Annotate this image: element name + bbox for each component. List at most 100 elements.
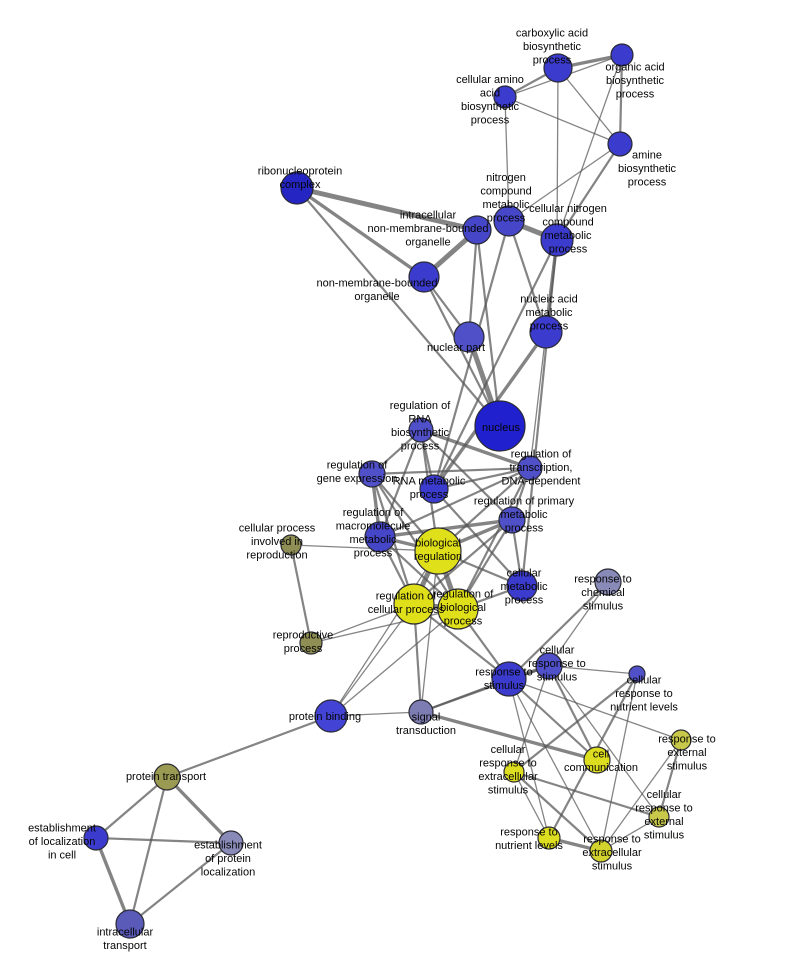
node-nucleus[interactable] xyxy=(474,400,526,452)
node-intra_org[interactable] xyxy=(462,215,492,245)
edge-resp_stim-resp_nutr xyxy=(508,678,550,839)
node-cell_resp_ext[interactable] xyxy=(648,806,670,828)
edge-cell_resp_stim-cell_resp_nutr xyxy=(548,665,638,675)
edge-cell_comm-signal xyxy=(419,710,599,762)
edge-prot_trans-est_prot_loc xyxy=(165,775,233,845)
edge-prot_bind-bio_reg xyxy=(330,550,439,717)
node-cell_nitrogen[interactable] xyxy=(540,223,574,257)
node-label-prot_bind: protein binding xyxy=(289,711,361,723)
node-cell_resp_extr[interactable] xyxy=(503,761,525,783)
node-reg_gene[interactable] xyxy=(358,460,386,488)
edge-nitrogen-nucleic xyxy=(507,219,548,334)
node-reg_macro[interactable] xyxy=(364,521,396,553)
edge-prot_trans-est_loc_cell xyxy=(94,775,169,840)
edge-rnp-nucleus xyxy=(295,186,502,428)
node-carboxylic[interactable] xyxy=(543,53,573,83)
node-reg_primary[interactable] xyxy=(498,506,526,534)
edge-cell_resp_stim-cell_resp_ext xyxy=(548,665,660,818)
edge-amine-cell_nitrogen xyxy=(555,142,622,242)
edge-cell_amino-amine xyxy=(504,96,621,145)
node-nitrogen[interactable] xyxy=(493,205,525,237)
edge-reg_primary-reg_macro xyxy=(378,518,514,539)
edge-cell_nitrogen-cell_met xyxy=(520,238,559,588)
node-cpir[interactable] xyxy=(280,534,302,556)
node-intra_trans[interactable] xyxy=(115,909,145,939)
node-est_loc_cell[interactable] xyxy=(83,825,109,851)
edge-organic-cell_nitrogen xyxy=(556,54,623,241)
edge-cell_resp_nutr-cell_resp_extr xyxy=(512,672,639,774)
edge-est_loc_cell-est_prot_loc xyxy=(94,836,233,845)
edge-cpir-repro xyxy=(289,543,313,645)
edge-organic-amine xyxy=(618,53,624,146)
edge-cell_resp_stim-signal xyxy=(419,664,551,714)
edge-reg_tx-reg_gene xyxy=(370,466,532,476)
node-resp_stim[interactable] xyxy=(491,661,527,697)
node-resp_extr[interactable] xyxy=(589,839,613,863)
node-prot_trans[interactable] xyxy=(153,763,181,791)
edge-rna_met-cell_met xyxy=(432,487,524,588)
node-label-nucleus: nucleus xyxy=(482,422,520,434)
node-resp_ext[interactable] xyxy=(670,729,692,751)
edge-prot_bind-reg_bio xyxy=(330,608,459,717)
edge-prot_bind-prot_trans xyxy=(165,714,333,779)
edge-reg_tx-reg_bio xyxy=(456,466,532,611)
node-bio_reg[interactable] xyxy=(414,527,462,575)
edge-prot_bind-reg_cell xyxy=(330,603,415,717)
edge-resp_stim-resp_chem xyxy=(507,580,610,681)
node-organic[interactable] xyxy=(610,43,634,67)
node-prot_bind[interactable] xyxy=(314,699,348,733)
edge-resp_ext-resp_extr xyxy=(600,739,682,852)
edge-reg_tx-rna_met xyxy=(432,466,532,491)
node-amine[interactable] xyxy=(607,131,633,157)
edge-cell_amino-nitrogen xyxy=(504,96,510,222)
edge-prot_trans-intra_trans xyxy=(128,775,169,926)
node-resp_chem[interactable] xyxy=(594,568,622,596)
node-nucleic[interactable] xyxy=(529,315,563,349)
node-cell_met[interactable] xyxy=(506,570,538,602)
edge-cell_nitrogen-rna_met xyxy=(432,238,559,491)
edge-est_loc_cell-intra_trans xyxy=(94,836,132,926)
node-repro[interactable] xyxy=(299,631,323,655)
node-cell_resp_nutr[interactable] xyxy=(628,665,646,683)
node-resp_nutr[interactable] xyxy=(537,826,561,850)
node-reg_rna[interactable] xyxy=(408,417,434,443)
node-cell_comm[interactable] xyxy=(583,746,611,774)
nodes-layer xyxy=(83,43,692,939)
node-rna_met[interactable] xyxy=(419,474,449,504)
node-reg_bio[interactable] xyxy=(437,588,479,630)
node-reg_cell[interactable] xyxy=(393,583,435,625)
node-label-nuc_part: nuclear part xyxy=(427,342,485,354)
node-nmb_org[interactable] xyxy=(408,261,440,293)
node-est_prot_loc[interactable] xyxy=(218,830,244,856)
edge-cell_resp_nutr-resp_extr xyxy=(600,673,638,852)
edge-reg_gene-reg_bio xyxy=(370,472,460,611)
node-reg_tx[interactable] xyxy=(517,455,543,481)
node-rnp[interactable] xyxy=(280,171,314,205)
node-cell_amino[interactable] xyxy=(493,85,517,109)
node-nuc_part[interactable] xyxy=(453,321,485,353)
node-cell_resp_stim[interactable] xyxy=(535,652,563,680)
edge-carboxylic-cell_nitrogen xyxy=(556,67,559,241)
node-signal[interactable] xyxy=(408,699,434,725)
